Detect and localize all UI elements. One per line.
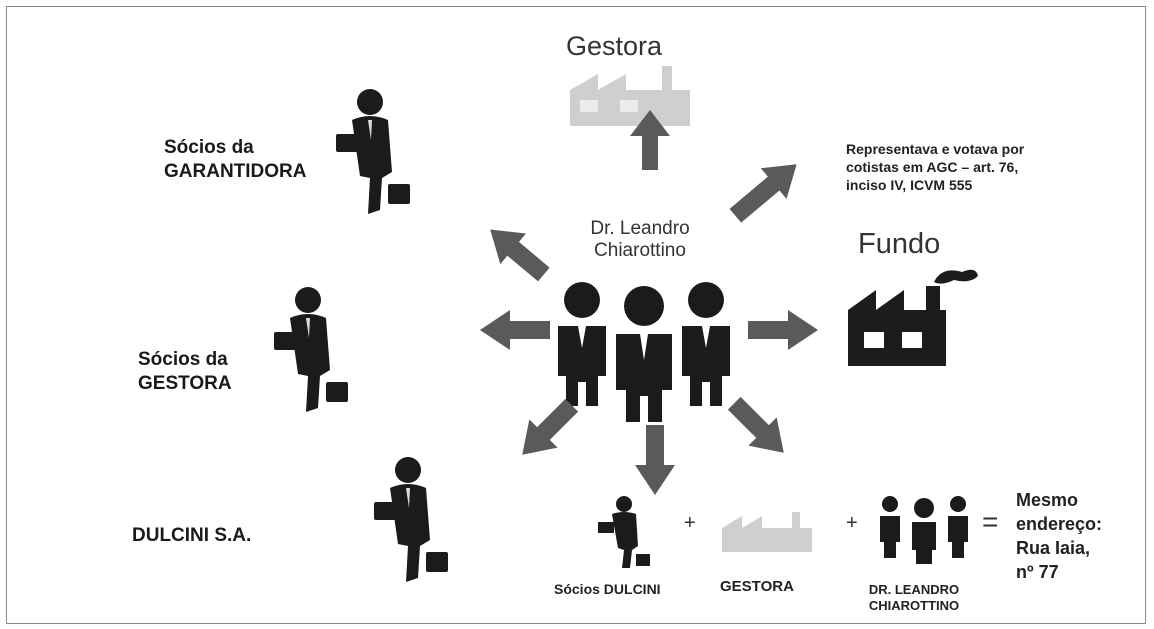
- center-name: Dr. Leandro Chiarottino: [570, 218, 710, 262]
- result-line3: Rua Iaia,: [1016, 538, 1091, 558]
- center-name-line1: Dr. Leandro: [590, 218, 690, 239]
- arrow-right-icon: [748, 310, 818, 350]
- arrow-down-right-icon: [727, 396, 784, 453]
- socios-garantidora-line2: GARANTIDORA: [164, 161, 307, 182]
- small-gestora-factory-icon: [722, 512, 812, 552]
- socios-dulcini-label: Sócios DULCINI: [554, 581, 661, 597]
- equals-sign: =: [982, 506, 999, 537]
- businessman-icon-garantidora: [336, 89, 410, 214]
- dulcini-label: DULCINI S.A.: [132, 525, 252, 546]
- ag-note-line1: Representava e votava por: [846, 141, 1025, 157]
- socios-garantidora-line1: Sócios da: [164, 137, 254, 158]
- businessman-icon-dulcini: [374, 457, 448, 582]
- arrow-up-icon: [630, 110, 670, 170]
- socios-gestora-line2: GESTORA: [138, 373, 232, 394]
- arrow-up-left-icon: [490, 229, 550, 282]
- small-businessman-icon: [598, 496, 650, 568]
- ag-note: Representava e votava por cotistas em AG…: [846, 140, 1142, 194]
- ag-note-line2: cotistas em AGC – art. 76,: [846, 159, 1019, 175]
- result-line4: nº 77: [1016, 562, 1059, 582]
- leandro-small-line1: DR. LEANDRO: [868, 582, 960, 597]
- fundo-factory-icon: [848, 269, 978, 366]
- businessman-icon-gestora: [274, 287, 348, 412]
- gestora-title: Gestora: [566, 31, 663, 61]
- diagram-frame: [6, 6, 1146, 624]
- fundo-title: Fundo: [858, 228, 941, 260]
- result-line1: Mesmo: [1016, 490, 1079, 510]
- gestora-small-label: GESTORA: [720, 578, 794, 595]
- arrow-down-icon: [635, 425, 675, 495]
- leandro-small-label: DR. LEANDRO CHIAROTTINO: [854, 582, 974, 614]
- socios-garantidora-label: Sócios da GARANTIDORA: [164, 136, 307, 184]
- socios-gestora-line1: Sócios da: [138, 349, 228, 370]
- result-text: Mesmo endereço: Rua Iaia, nº 77: [1016, 488, 1102, 584]
- arrow-up-right-icon: [729, 164, 797, 223]
- plus-sign-1: +: [684, 512, 696, 534]
- result-line2: endereço:: [1016, 514, 1103, 534]
- small-people-icon: [880, 496, 968, 564]
- gestora-factory-icon: [570, 66, 690, 126]
- socios-gestora-label: Sócios da GESTORA: [138, 348, 232, 396]
- plus-sign-2: +: [846, 512, 858, 534]
- arrow-down-left-icon: [522, 398, 579, 455]
- center-people-icon: [558, 282, 730, 422]
- ag-note-line3: inciso IV, ICVM 555: [846, 177, 973, 193]
- leandro-small-line2: CHIAROTTINO: [868, 598, 960, 613]
- center-name-line2: Chiarottino: [594, 240, 686, 261]
- arrow-left-icon: [480, 310, 550, 350]
